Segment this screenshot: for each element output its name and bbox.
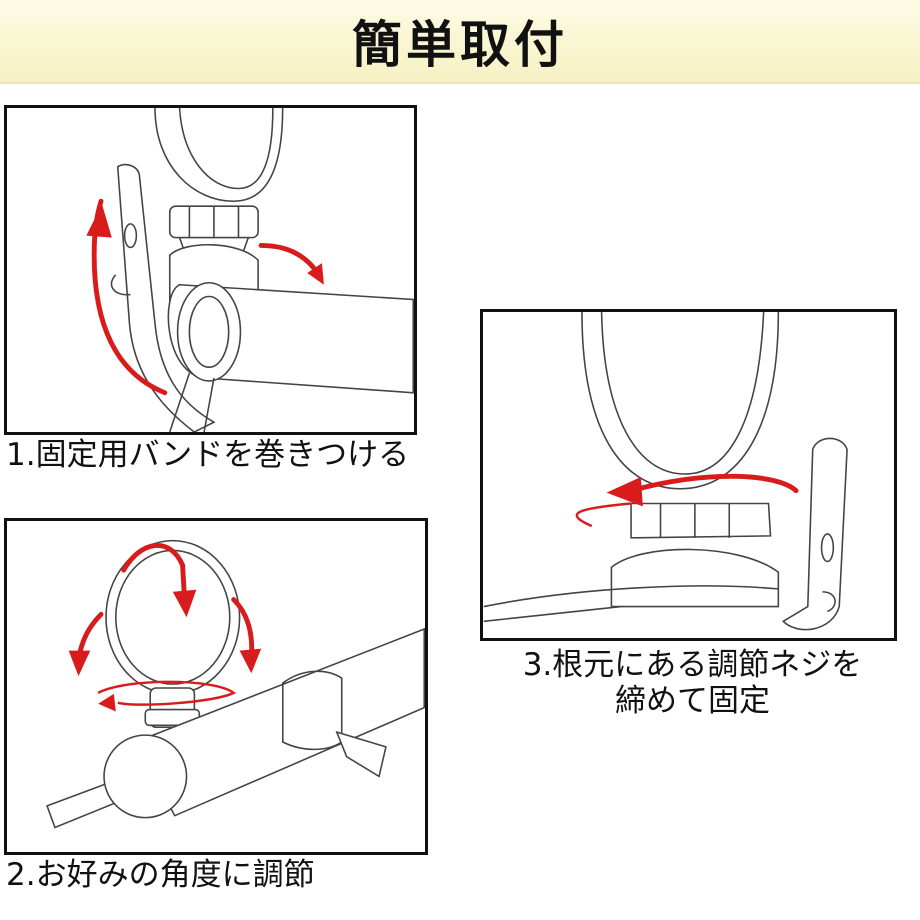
step1-caption: 1.固定用バンドを巻きつける <box>6 437 410 473</box>
step3-caption-line2: 締めて固定 <box>615 682 770 719</box>
step3-caption: 3.根元にある調節ネジを 締めて固定 <box>480 647 905 719</box>
step2-caption: 2.お好みの角度に調節 <box>6 857 315 893</box>
angle-adjust-drawing <box>46 539 425 829</box>
step1-illustration <box>4 105 417 435</box>
step2-illustration <box>4 518 428 855</box>
band-wrap-drawing <box>86 108 414 432</box>
page-title: 簡単取付 <box>352 16 568 74</box>
step3-illustration <box>480 309 897 641</box>
tighten-screw-drawing <box>483 312 848 631</box>
header-banner: 簡単取付 <box>0 0 920 84</box>
step3-caption-line1: 3.根元にある調節ネジを <box>522 647 863 683</box>
